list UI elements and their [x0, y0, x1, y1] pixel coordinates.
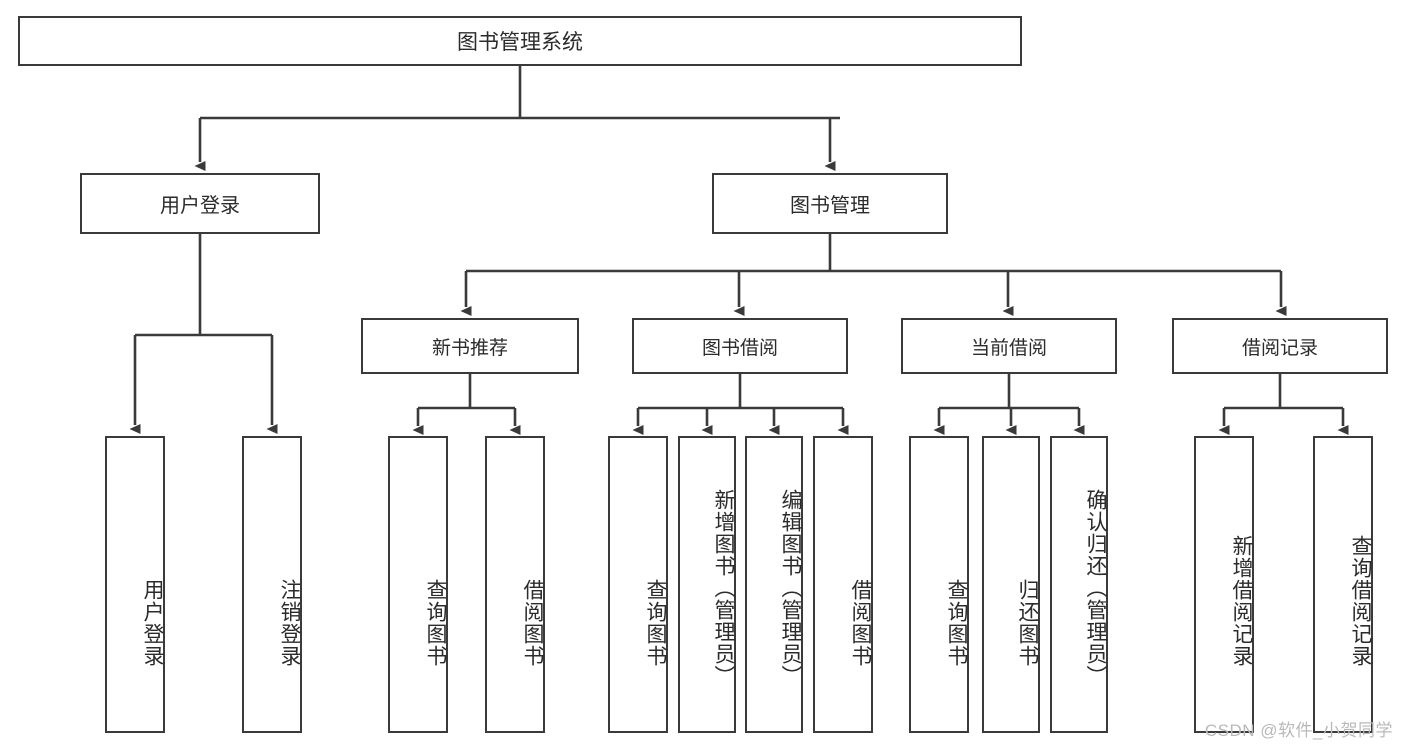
node-leaf-query-book-2[interactable]: 查询图书: [608, 436, 668, 733]
node-book-manage[interactable]: 图书管理: [712, 173, 948, 234]
edge-group-book-manage: [460, 234, 1287, 316]
node-user-login[interactable]: 用户登录: [80, 173, 320, 234]
edge-group-user-login: [129, 234, 278, 434]
node-leaf-user-login-label: 用户登录: [141, 578, 164, 667]
node-borrow-record-label: 借阅记录: [1241, 337, 1318, 359]
node-new-book-rec-label: 新书推荐: [431, 337, 508, 359]
node-borrow-record[interactable]: 借阅记录: [1172, 318, 1388, 374]
node-leaf-edit-book[interactable]: 编辑图书（管理员）: [745, 436, 803, 733]
node-leaf-user-logout-label: 注销登录: [278, 578, 301, 667]
node-leaf-confirm-return[interactable]: 确认归还（管理员）: [1050, 436, 1108, 733]
edge-group-borrow-record: [1218, 374, 1349, 435]
node-leaf-query-book-2-label: 查询图书: [644, 578, 667, 667]
edge-group-current-borrow: [933, 374, 1085, 435]
node-leaf-borrow-book-1-label: 借阅图书: [521, 578, 544, 667]
node-leaf-add-book[interactable]: 新增图书（管理员）: [678, 436, 736, 733]
node-leaf-borrow-book-2[interactable]: 借阅图书: [813, 436, 873, 733]
node-leaf-user-logout[interactable]: 注销登录: [242, 436, 302, 733]
node-leaf-query-book-3[interactable]: 查询图书: [909, 436, 969, 733]
node-leaf-add-book-label: 新增图书（管理员）: [712, 488, 735, 687]
node-new-book-rec[interactable]: 新书推荐: [361, 318, 579, 374]
node-book-borrow[interactable]: 图书借阅: [632, 318, 848, 374]
node-root[interactable]: 图书管理系统: [18, 16, 1022, 66]
node-leaf-query-record-label: 查询借阅记录: [1349, 534, 1372, 667]
node-leaf-query-record[interactable]: 查询借阅记录: [1313, 436, 1373, 733]
node-current-borrow[interactable]: 当前借阅: [901, 318, 1117, 374]
node-leaf-return-book[interactable]: 归还图书: [982, 436, 1040, 733]
node-leaf-add-record-label: 新增借阅记录: [1230, 534, 1253, 667]
node-book-borrow-label: 图书借阅: [701, 337, 778, 359]
node-book-manage-label: 图书管理: [790, 195, 870, 217]
node-leaf-confirm-return-label: 确认归还（管理员）: [1084, 488, 1107, 687]
node-leaf-return-book-label: 归还图书: [1016, 578, 1039, 667]
edge-group-new-book-rec: [412, 374, 521, 435]
node-leaf-query-book-1-label: 查询图书: [424, 578, 447, 667]
node-user-login-label: 用户登录: [160, 195, 240, 217]
node-leaf-add-record[interactable]: 新增借阅记录: [1194, 436, 1254, 733]
edge-group-book-borrow: [632, 374, 849, 435]
node-leaf-edit-book-label: 编辑图书（管理员）: [779, 488, 802, 687]
node-root-label: 图书管理系统: [457, 31, 583, 54]
node-leaf-user-login[interactable]: 用户登录: [105, 436, 165, 733]
node-leaf-borrow-book-2-label: 借阅图书: [849, 578, 872, 667]
node-leaf-query-book-1[interactable]: 查询图书: [388, 436, 448, 733]
node-leaf-borrow-book-1[interactable]: 借阅图书: [485, 436, 545, 733]
node-current-borrow-label: 当前借阅: [970, 337, 1047, 359]
node-leaf-query-book-3-label: 查询图书: [945, 578, 968, 667]
edge-group-root: [194, 66, 840, 171]
